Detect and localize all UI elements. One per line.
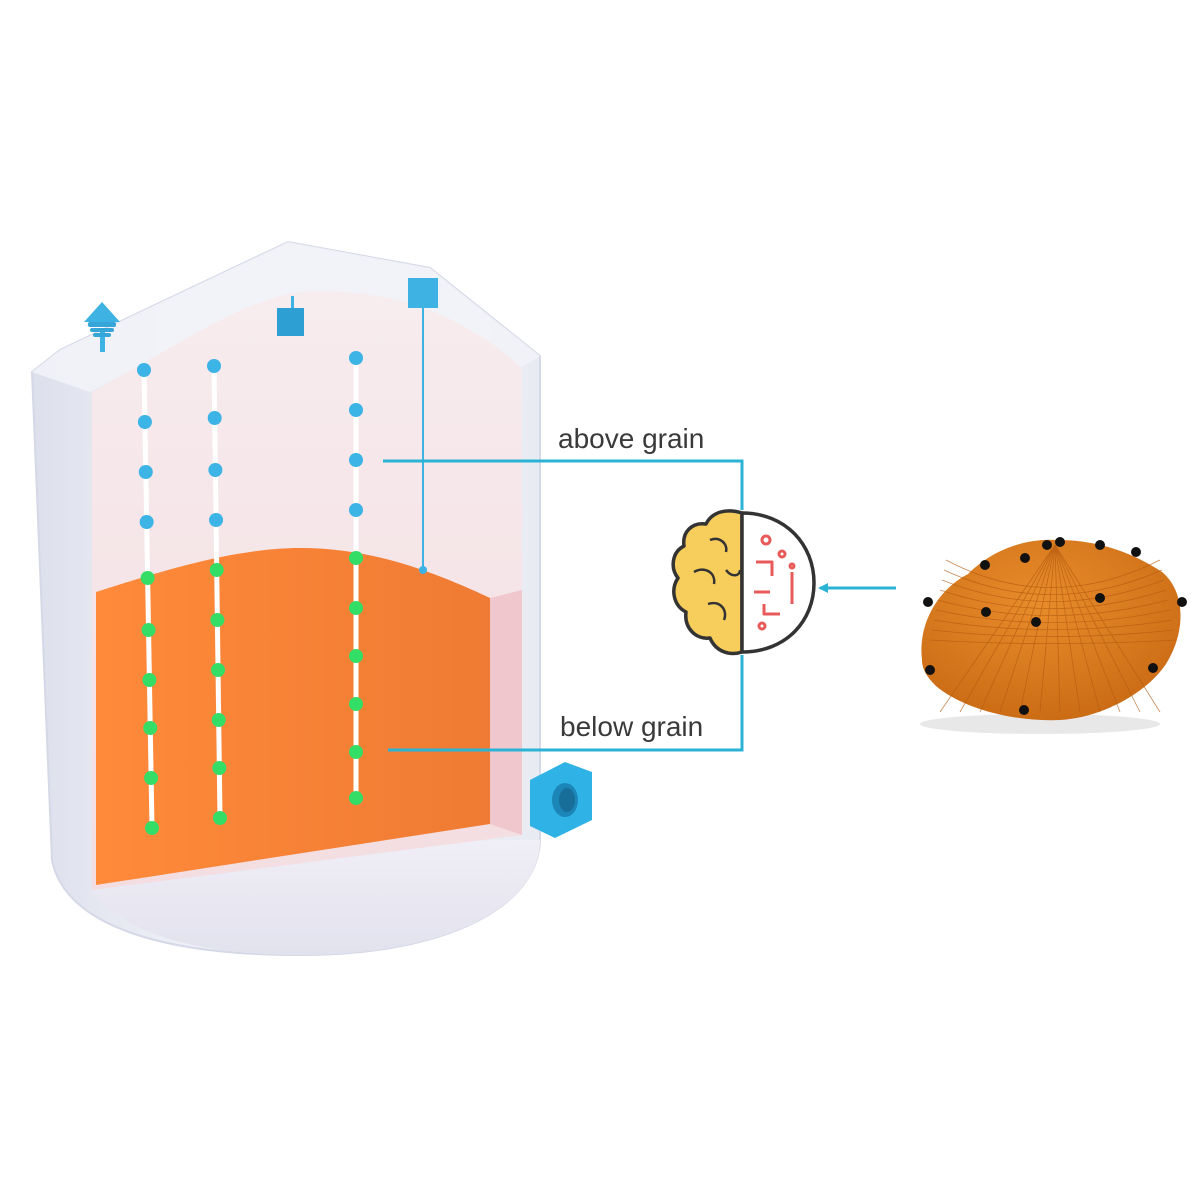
sensor-below-grain [141,623,156,637]
aeration-fan-icon [530,762,592,838]
ceiling-sensor-box [277,296,304,336]
mesh-line [933,619,1173,630]
sensor-below-grain [144,771,159,785]
sensor-below-grain [349,551,363,565]
sensor-below-grain [142,673,157,687]
brain-organic-folds [693,537,742,621]
model-point [1055,537,1065,547]
sensor-below-grain [212,761,227,775]
brain-organic-half [671,509,744,656]
model-point [1020,553,1030,563]
above-grain-line [383,459,744,510]
sensor-below-grain [349,745,363,759]
mesh-line [941,579,1165,602]
sensor-below-grain [211,663,226,677]
model-point [1095,593,1105,603]
sensor-below-grain [140,571,155,585]
roof-vent-icon [84,302,120,352]
connectors [383,459,896,752]
mesh-line [999,544,1056,713]
sensor-below-grain [349,791,363,805]
mesh-line [931,629,1175,637]
model-points [923,537,1187,715]
model-point [925,665,935,675]
brain-digital-half [740,511,816,654]
sensor-below-grain [145,821,159,835]
sensor-below-grain [211,713,226,727]
model-point [923,597,933,607]
sensor-above-grain [209,513,224,527]
sensor-below-grain [213,811,227,825]
sensor-above-grain [349,503,363,517]
sensor-above-grain [139,515,154,529]
level-sensor-icon [408,278,438,574]
mesh-line [929,639,1177,644]
model-point [1131,547,1141,557]
sensor-below-grain [210,613,225,627]
mesh-line [979,544,1056,713]
sensor-above-grain [349,453,363,467]
below-grain-line [388,655,744,752]
mesh-line [937,599,1169,616]
mesh-line [943,569,1163,595]
model-point [1095,540,1105,550]
sensor-above-grain [137,415,152,429]
silo [30,240,592,957]
grain-surface-model [920,537,1187,734]
above-grain-label: above grain [558,423,704,454]
mesh-line [1054,544,1161,713]
mesh-line [939,589,1167,609]
model-point [980,560,990,570]
brain-ai-icon [671,509,816,656]
sensor-below-grain [349,601,363,615]
sensor-above-grain [349,403,363,417]
sensor-above-grain [208,463,223,477]
model-point [981,607,991,617]
mesh-line [1039,544,1056,713]
mesh-line [1019,544,1056,713]
model-point [1042,540,1052,550]
below-grain-label: below grain [560,711,703,742]
sensor-below-grain [209,563,224,577]
sensor-below-grain [349,697,363,711]
temperature-sensors [137,351,363,835]
mesh-line [939,544,1056,713]
mesh-line [1054,544,1081,713]
mesh-line [935,609,1171,623]
model-point [1148,663,1158,673]
model-point [1031,617,1041,627]
grain-mass [96,548,490,885]
sensor-above-grain [137,363,151,377]
circuit-lines [754,534,796,631]
model-input-arrow [818,583,828,593]
mesh-line [1054,544,1101,713]
sensor-above-grain [349,351,363,365]
model-point [1019,705,1029,715]
mesh-line [959,544,1056,713]
mound-shadow [920,714,1160,734]
sensor-below-grain [143,721,158,735]
sensor-below-grain [349,649,363,663]
mesh-line [1054,544,1061,713]
mesh-line [1054,544,1121,713]
surface-mesh [929,544,1177,713]
sensor-cables [141,358,359,829]
sensor-above-grain [138,465,153,479]
grain-shadow [490,590,522,835]
sensor-above-grain [207,411,222,425]
sensor-above-grain [207,359,221,373]
model-point [1177,597,1187,607]
mesh-line [1054,544,1141,713]
